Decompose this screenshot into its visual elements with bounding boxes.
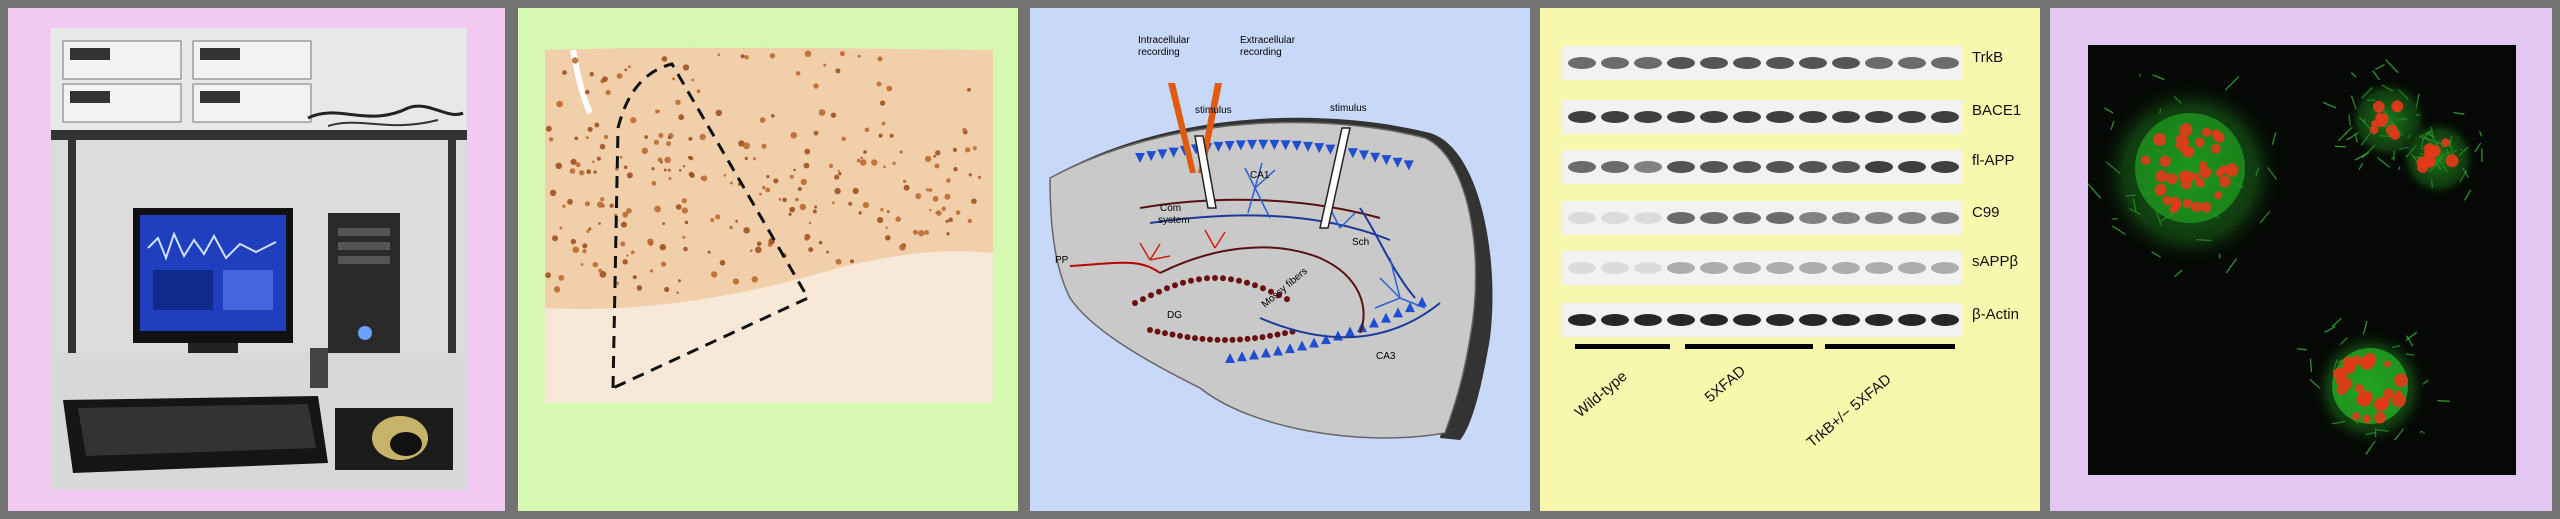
blot-label-bace1: BACE1: [1972, 102, 2021, 119]
label-ca3: CA3: [1376, 351, 1396, 362]
granule-cells: [1132, 275, 1296, 343]
group-label-wild-type: Wild-type: [1572, 368, 1631, 421]
lab-rig-photo: [51, 28, 467, 490]
panel-hippocampus-diagram: Intracellular recording Extracellular re…: [1030, 8, 1530, 511]
label-ca1: CA1: [1250, 170, 1270, 181]
blot-label-fl-app: fl-APP: [1972, 152, 2015, 169]
pyramidal-cells: [1135, 139, 1427, 363]
label-com: Com: [1160, 203, 1181, 214]
region-outline: [611, 62, 811, 391]
plaque-bottom: [2310, 328, 2430, 448]
fluorescence-micrograph: [2087, 45, 2516, 475]
blot-label-trkb: TrkB: [1972, 49, 2003, 66]
label-extracellular-recording: recording: [1240, 47, 1282, 58]
blot-label-c99: C99: [1972, 204, 2000, 221]
label-intracellular-recording: recording: [1138, 47, 1180, 58]
computer-monitor: [133, 208, 293, 363]
panel-lab-photo: [8, 8, 505, 511]
group-label-trkb-5xfad: TrkB+/− 5XFAD: [1804, 371, 1895, 451]
label-com-system: system: [1158, 215, 1190, 226]
label-intracellular: Intracellular: [1138, 35, 1190, 46]
blot-label-b-actin: β-Actin: [1972, 306, 2019, 323]
label-dg: DG: [1167, 310, 1182, 321]
stained-cells: [545, 50, 982, 295]
hippocampus-circuit-diagram: Intracellular recording Extracellular re…: [1049, 35, 1493, 441]
label-stimulus-left: stimulus: [1195, 105, 1232, 116]
blot-label-sappb: sAPPβ: [1972, 253, 2019, 270]
panel-western-blot: TrkB BACE1 fl-APP C99 sAPPβ β-Actin Wild…: [1540, 8, 2040, 511]
panel-fluorescence: [2050, 8, 2552, 511]
label-extracellular: Extracellular: [1240, 35, 1296, 46]
label-pp: PP: [1055, 255, 1069, 266]
mouse-pad: [335, 408, 453, 470]
stained-cortex-section: [545, 47, 993, 403]
western-blot: TrkB BACE1 fl-APP C99 sAPPβ β-Actin Wild…: [1562, 46, 2021, 451]
panel-histology: [518, 8, 1018, 511]
keyboard: [63, 396, 328, 473]
red-cells: [2141, 100, 2459, 424]
label-sch: Sch: [1352, 237, 1369, 248]
label-stimulus-right: stimulus: [1330, 103, 1367, 114]
group-label-5xfad: 5XFAD: [1702, 362, 1749, 406]
amplifier-stack: [62, 40, 464, 127]
